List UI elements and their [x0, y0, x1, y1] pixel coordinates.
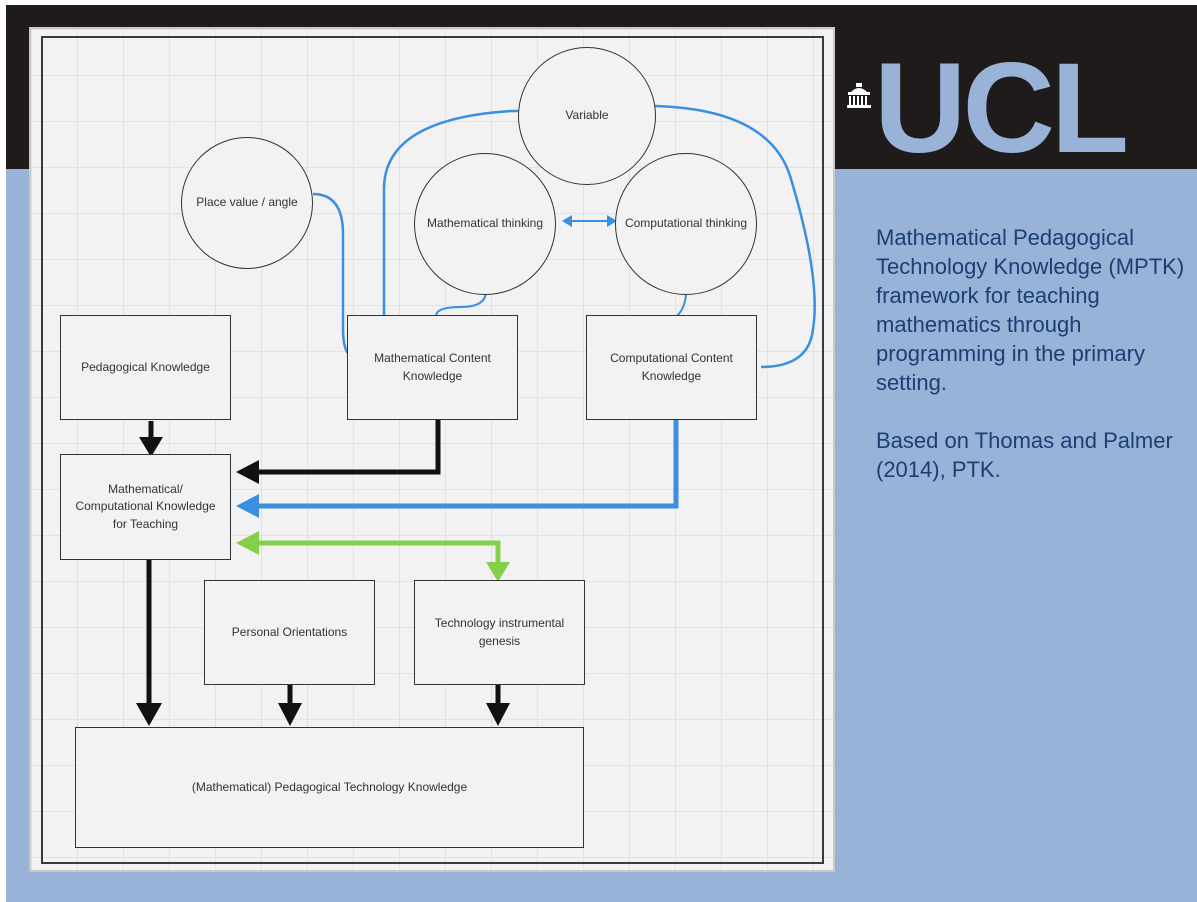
box-computational-content-knowledge: Computational Content Knowledge — [586, 315, 757, 420]
framework-description: Mathematical Pedagogical Technology Know… — [876, 225, 1185, 395]
box-personal-orientations: Personal Orientations — [204, 580, 375, 685]
ucl-portico-icon — [847, 83, 871, 108]
citation-text: Based on Thomas and Palmer (2014), PTK. — [876, 428, 1173, 482]
connector-variable-to-comp-content — [653, 104, 816, 369]
box-technology-instrumental-genesis: Technology instrumental genesis — [414, 580, 585, 685]
circle-place-value: Place value / angle — [181, 137, 313, 269]
circle-computational-thinking: Computational thinking — [615, 153, 757, 295]
connector-math-thinking-to-math-content — [435, 290, 487, 317]
arrow-math-content-to-teaching — [256, 419, 441, 475]
box-knowledge-for-teaching: Mathematical/ Computational Knowledge fo… — [60, 454, 231, 560]
box-mathematical-content-knowledge: Mathematical Content Knowledge — [347, 315, 518, 420]
slide: UCL Mathematical Pedagogical Technology … — [6, 5, 1197, 902]
diagram-canvas: Variable Place value / angle Mathematica… — [29, 27, 835, 872]
slide-description: Mathematical Pedagogical Technology Know… — [876, 223, 1197, 513]
arrow-comp-content-to-teaching — [256, 419, 679, 509]
arrow-teaching-to-technology — [256, 540, 501, 564]
circle-mathematical-thinking: Mathematical thinking — [414, 153, 556, 295]
diagram-frame — [41, 36, 824, 864]
connector-variable-to-math-content — [382, 109, 518, 316]
box-pedagogical-knowledge: Pedagogical Knowledge — [60, 315, 231, 420]
circle-variable: Variable — [518, 47, 656, 185]
ucl-logo-text: UCL — [874, 37, 1129, 180]
box-mptk: (Mathematical) Pedagogical Technology Kn… — [75, 727, 584, 848]
